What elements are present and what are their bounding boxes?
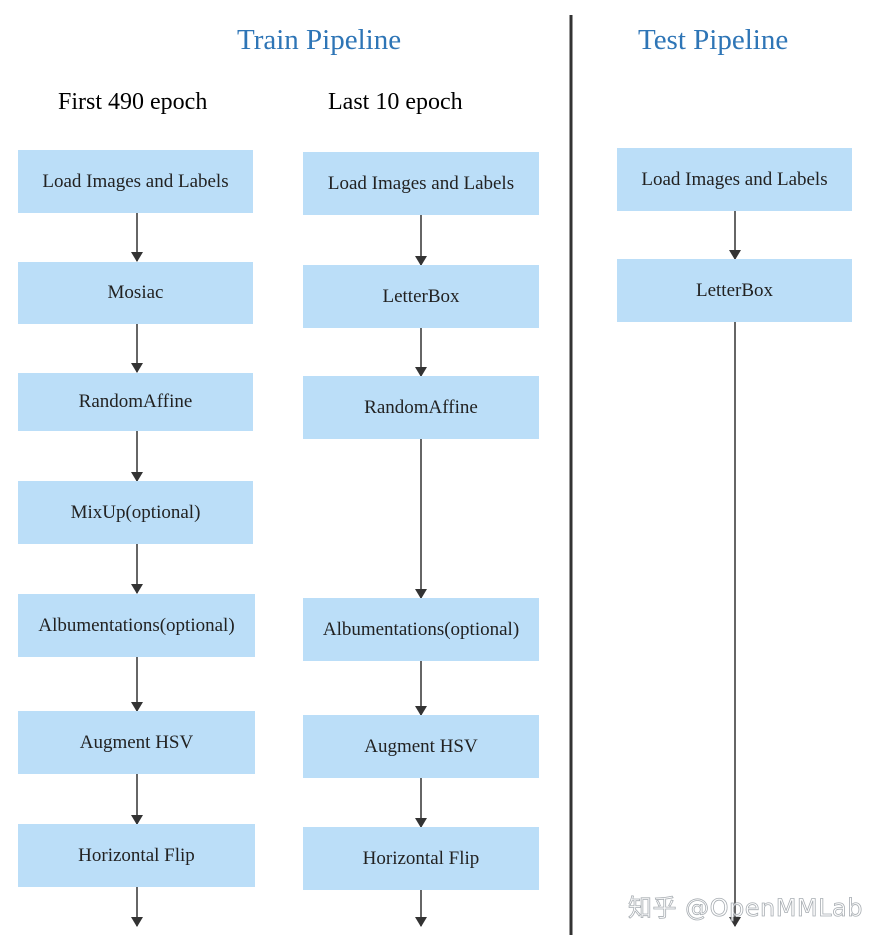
first-step-mosiac: Mosiac xyxy=(18,262,253,324)
test-step-letterbox: LetterBox xyxy=(617,259,852,322)
zhihu-watermark: 知乎 @OpenMMLab xyxy=(628,894,863,923)
last-step-random-affine: RandomAffine xyxy=(303,376,539,439)
first-epoch-heading: First 490 epoch xyxy=(58,89,208,115)
last-step-albumentations: Albumentations(optional) xyxy=(303,598,539,661)
last-step-letterbox: LetterBox xyxy=(303,265,539,328)
test-step-load-images: Load Images and Labels xyxy=(617,148,852,211)
first-step-augment-hsv: Augment HSV xyxy=(18,711,255,774)
test-pipeline-title: Test Pipeline xyxy=(638,24,789,56)
first-step-mixup: MixUp(optional) xyxy=(18,481,253,544)
last-step-augment-hsv: Augment HSV xyxy=(303,715,539,778)
train-pipeline-title: Train Pipeline xyxy=(237,24,402,56)
first-step-albumentations: Albumentations(optional) xyxy=(18,594,255,657)
last-step-load-images: Load Images and Labels xyxy=(303,152,539,215)
last-step-horizontal-flip: Horizontal Flip xyxy=(303,827,539,890)
first-step-horizontal-flip: Horizontal Flip xyxy=(18,824,255,887)
last-epoch-heading: Last 10 epoch xyxy=(328,89,463,115)
first-step-load-images: Load Images and Labels xyxy=(18,150,253,213)
first-step-random-affine: RandomAffine xyxy=(18,373,253,431)
